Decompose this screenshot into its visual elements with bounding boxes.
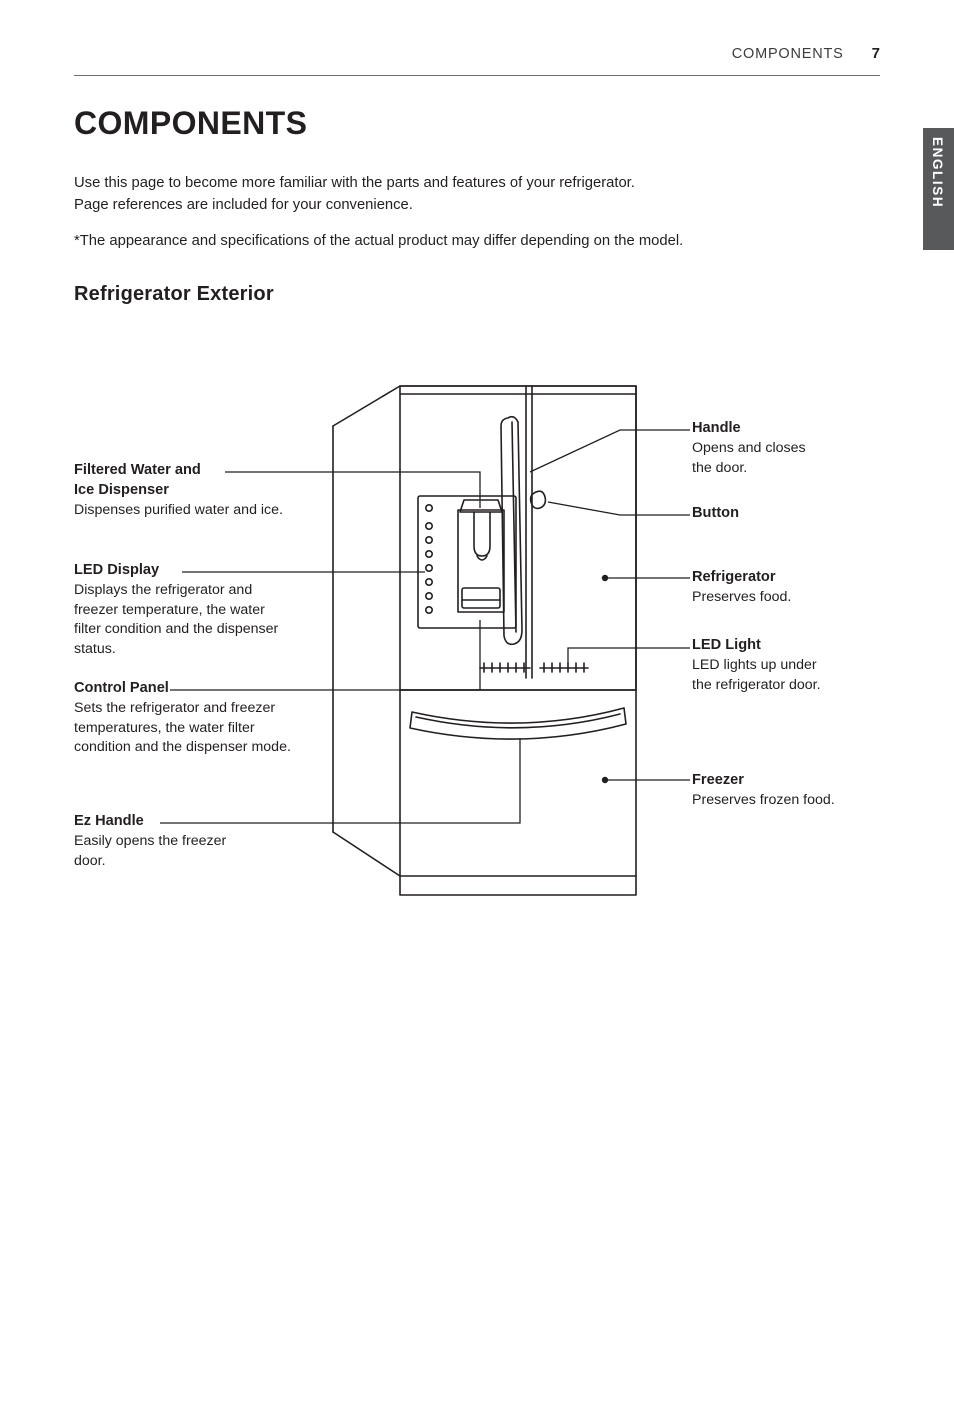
language-side-tab: ENGLISH — [923, 128, 954, 250]
callout-label: Handle — [692, 420, 741, 436]
callout-description: Sets the refrigerator and freezer temper… — [74, 700, 291, 755]
callout-label: Refrigerator — [692, 569, 776, 585]
callout-label: Freezer — [692, 772, 744, 788]
callout-handle: Handle Opens and closes the door. — [692, 418, 892, 478]
callout-label: LED Light — [692, 637, 761, 653]
callout-description: Opens and closes the door. — [692, 440, 806, 476]
callout-description: Preserves food. — [692, 589, 792, 605]
callout-label: Control Panel — [74, 680, 169, 696]
callout-control-panel: Control Panel Sets the refrigerator and … — [74, 678, 324, 758]
callout-description: Displays the refrigerator and freezer te… — [74, 582, 279, 657]
header-divider — [74, 75, 880, 76]
callout-description: Easily opens the freezer door. — [74, 833, 227, 869]
callout-refrigerator: Refrigerator Preserves food. — [692, 567, 902, 608]
intro-paragraph: Use this page to become more familiar wi… — [74, 172, 834, 252]
callout-led-light: LED Light LED lights up under the refrig… — [692, 635, 907, 695]
leader-dot-refrigerator — [601, 574, 609, 582]
refrigerator-line-drawing — [160, 385, 690, 896]
callout-ez-handle: Ez Handle Easily opens the freezer door. — [74, 811, 304, 871]
page-number: 7 — [871, 45, 880, 62]
model-note: *The appearance and specifications of th… — [74, 233, 684, 249]
callout-description: Preserves frozen food. — [692, 792, 835, 808]
leader-handle — [529, 429, 690, 473]
page-title: COMPONENTS — [74, 105, 308, 141]
leader-dot-freezer — [601, 776, 609, 784]
language-side-tab-label: ENGLISH — [930, 137, 945, 209]
callout-description: Dispenses purified water and ice. — [74, 502, 283, 518]
header-section-label: COMPONENTS — [731, 46, 844, 62]
callout-filtered-water-and-ice-dispenser: Filtered Water and Ice Dispenser Dispens… — [74, 460, 324, 521]
callout-label: Filtered Water and Ice Dispenser — [74, 462, 201, 498]
callout-label: Ez Handle — [74, 813, 144, 829]
callout-label: LED Display — [74, 562, 160, 578]
section-title: Refrigerator Exterior — [74, 283, 274, 305]
leader-control-panel — [170, 620, 481, 691]
page-header: COMPONENTS 7 — [74, 45, 880, 62]
callout-button: Button — [692, 503, 892, 524]
leader-ez-handle — [160, 738, 521, 824]
refrigerator-exterior-diagram — [60, 360, 894, 940]
intro-line-1: Use this page to become more familiar wi… — [74, 175, 635, 191]
callout-led-display: LED Display Displays the refrigerator an… — [74, 560, 314, 659]
leader-filtered-water — [225, 471, 481, 508]
callout-description: LED lights up under the refrigerator doo… — [692, 657, 821, 693]
intro-line-2: Page references are included for your co… — [74, 197, 413, 213]
leader-button — [547, 501, 690, 516]
leader-led-light — [567, 647, 690, 665]
callout-label: Button — [692, 505, 740, 521]
callout-freezer: Freezer Preserves frozen food. — [692, 770, 907, 811]
